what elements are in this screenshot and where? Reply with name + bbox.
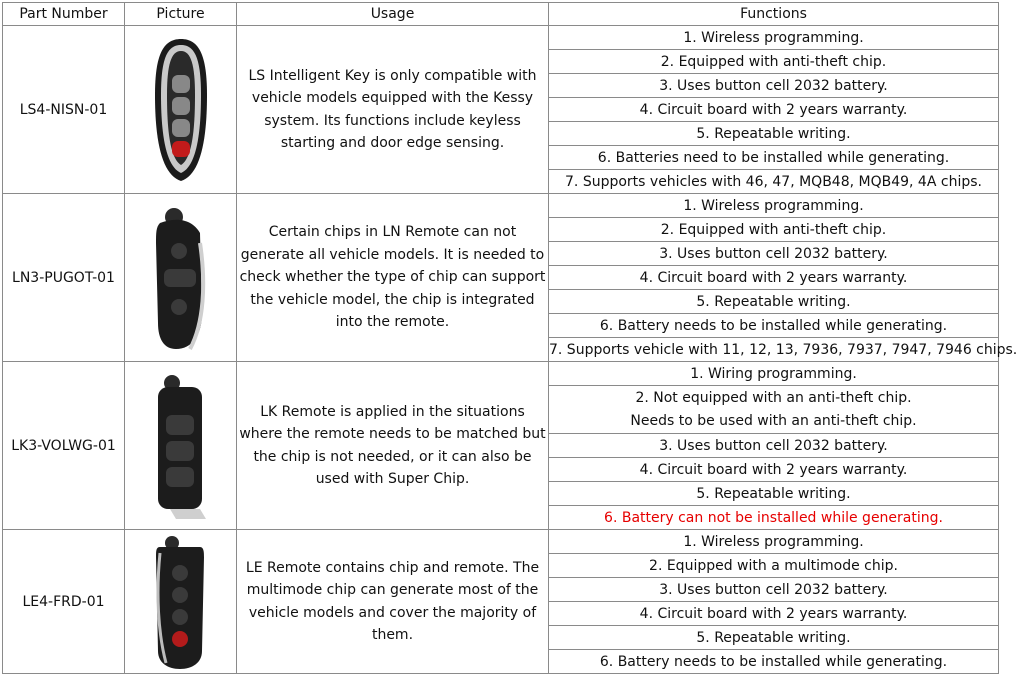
function-item: 1. Wireless programming. [548,25,999,50]
flip-key-icon [157,374,206,519]
function-item: 2. Equipped with a multimode chip. [548,553,999,578]
function-item: 2. Not equipped with an anti-theft chip.… [548,385,999,434]
function-item: 3. Uses button cell 2032 battery. [548,577,999,602]
function-item: 6. Batteries need to be installed while … [548,145,999,170]
function-item: 1. Wireless programming. [548,193,999,218]
flip-key-icon [155,207,205,350]
function-item: 2. Equipped with anti-theft chip. [548,49,999,74]
header-functions: Functions [548,2,999,26]
function-item: 7. Supports vehicles with 46, 47, MQB48,… [548,169,999,194]
function-item: 1. Wiring programming. [548,361,999,386]
function-item: 5. Repeatable writing. [548,625,999,650]
function-item: 4. Circuit board with 2 years warranty. [548,265,999,290]
part-number: LN3-PUGOT-01 [2,193,125,362]
function-item: 4. Circuit board with 2 years warranty. [548,97,999,122]
function-item: 4. Circuit board with 2 years warranty. [548,601,999,626]
key-picture [124,193,237,362]
function-item: 6. Battery needs to be installed while g… [548,649,999,674]
function-item: 5. Repeatable writing. [548,481,999,506]
usage-text: LK Remote is applied in the situations w… [236,361,549,530]
function-line: Needs to be used with an anti-theft chip… [630,412,917,429]
table-row: LN3-PUGOT-01 Certain chips in LN Remote … [2,193,999,362]
usage-text: Certain chips in LN Remote can not gener… [236,193,549,362]
part-number: LK3-VOLWG-01 [2,361,125,530]
function-item: 3. Uses button cell 2032 battery. [548,73,999,98]
flip-key-icon [155,535,204,669]
header-usage: Usage [236,2,549,26]
usage-text: LE Remote contains chip and remote. The … [236,529,549,674]
usage-text: LS Intelligent Key is only compatible wi… [236,25,549,194]
function-item: 3. Uses button cell 2032 battery. [548,241,999,266]
header-picture: Picture [124,2,237,26]
function-item: 2. Equipped with anti-theft chip. [548,217,999,242]
function-line: 2. Not equipped with an anti-theft chip. [635,389,912,406]
function-item-warning: 6. Battery can not be installed while ge… [548,505,999,530]
function-item: 6. Battery needs to be installed while g… [548,313,999,338]
table-row: LE4-FRD-01 LE Remote contains chip and r… [2,529,999,674]
header-part-number: Part Number [2,2,125,26]
function-item: 5. Repeatable writing. [548,289,999,314]
key-picture [124,25,237,194]
table-row: LS4-NISN-01 LS Intelligent Key is only c… [2,25,999,194]
function-item: 1. Wireless programming. [548,529,999,554]
function-item: 7. Supports vehicle with 11, 12, 13, 793… [548,337,1017,362]
key-picture [124,529,237,674]
table-row: LK3-VOLWG-01 LK Remote is applied in the… [2,361,999,530]
function-item: 3. Uses button cell 2032 battery. [548,433,999,458]
smart-key-icon [154,38,207,181]
header-row: Part Number Picture Usage Functions [2,2,999,26]
key-picture [124,361,237,530]
function-item: 5. Repeatable writing. [548,121,999,146]
part-number: LE4-FRD-01 [2,529,125,674]
part-number: LS4-NISN-01 [2,25,125,194]
function-item: 4. Circuit board with 2 years warranty. [548,457,999,482]
